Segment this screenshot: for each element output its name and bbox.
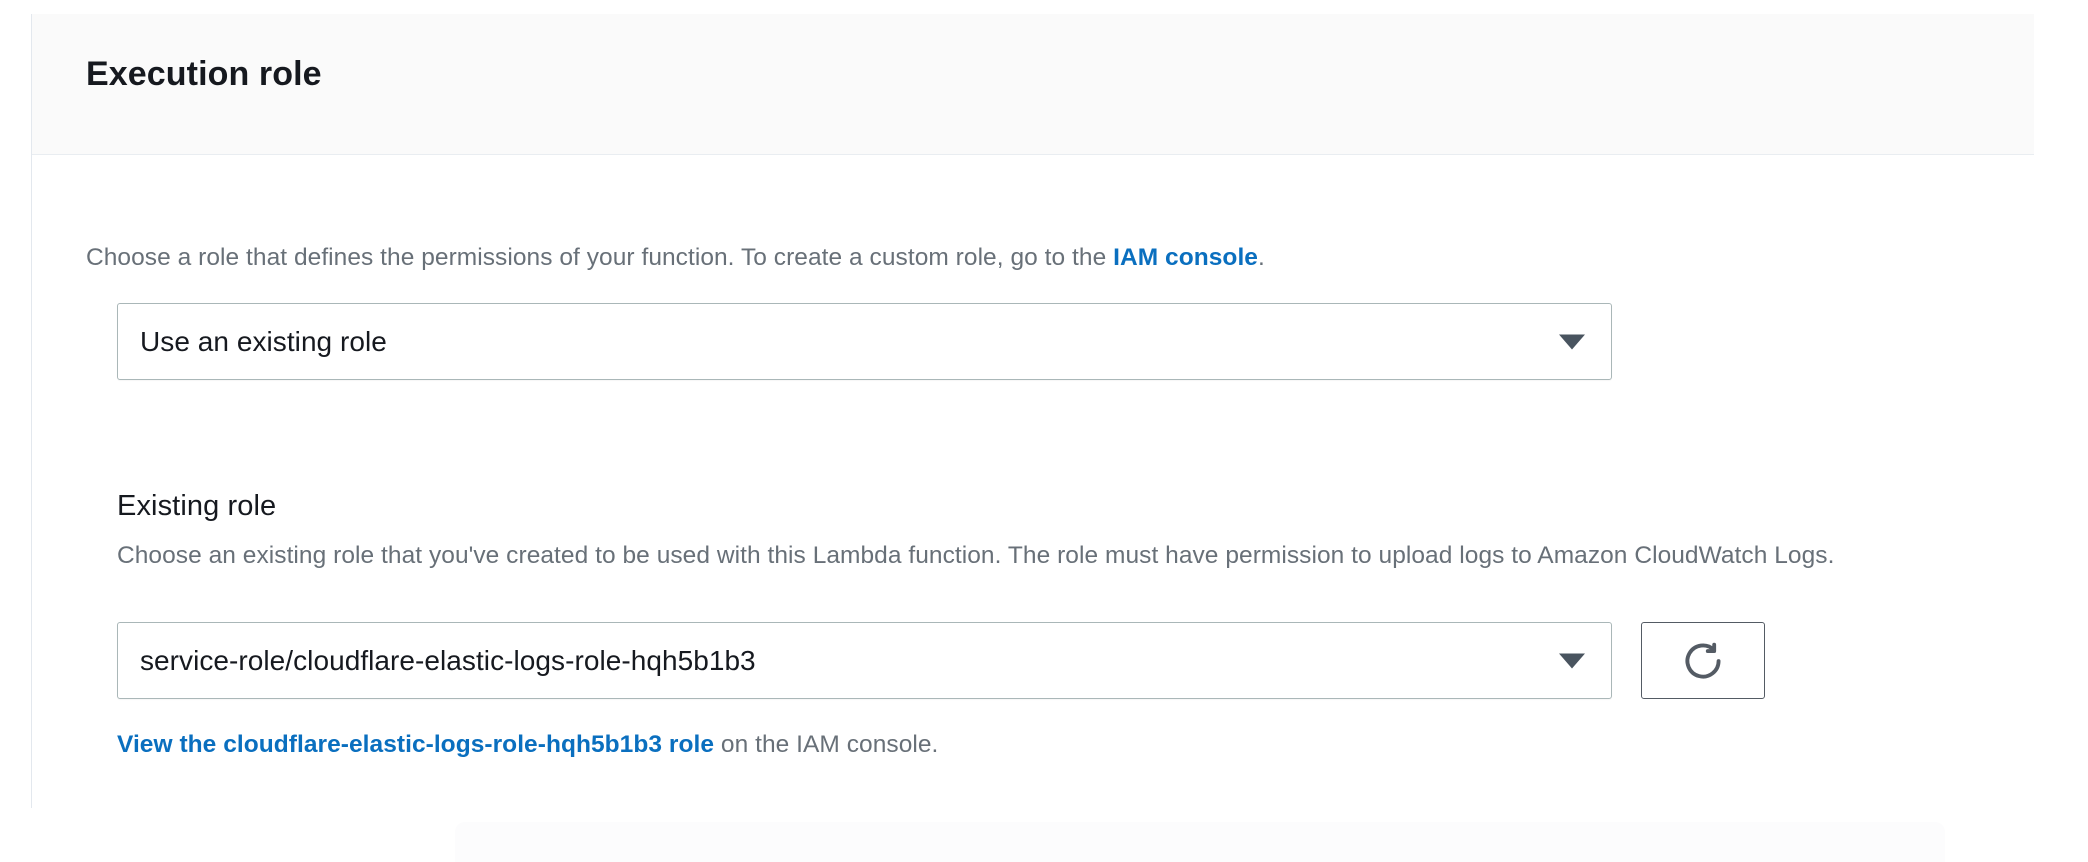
refresh-roles-button[interactable] xyxy=(1641,622,1765,699)
iam-console-link[interactable]: IAM console xyxy=(1113,244,1258,271)
page-title: Execution role xyxy=(86,55,322,93)
view-role-link[interactable]: View the cloudflare-elastic-logs-role-hq… xyxy=(117,731,715,758)
view-role-suffix: on the IAM console. xyxy=(714,731,939,758)
existing-role-description: Choose an existing role that you've crea… xyxy=(117,542,1835,569)
card-body: Choose a role that defines the permissio… xyxy=(32,156,2034,808)
card-header: Execution role xyxy=(32,14,2034,155)
chevron-down-icon xyxy=(1559,334,1585,349)
chevron-down-icon xyxy=(1559,653,1585,668)
view-role-line: View the cloudflare-elastic-logs-role-hq… xyxy=(117,728,938,762)
execution-role-card: Execution role Choose a role that define… xyxy=(31,14,2034,808)
existing-role-select[interactable]: service-role/cloudflare-elastic-logs-rol… xyxy=(117,622,1612,699)
role-hint-after: . xyxy=(1257,244,1265,271)
next-card-peek xyxy=(455,822,1945,862)
refresh-icon xyxy=(1681,639,1725,683)
clipped-heading-above xyxy=(0,0,2088,10)
role-hint-text: Choose a role that defines the permissio… xyxy=(86,240,1986,276)
role-type-select[interactable]: Use an existing role xyxy=(117,303,1612,380)
existing-role-select-value: service-role/cloudflare-elastic-logs-rol… xyxy=(140,644,756,676)
role-hint-before: Choose a role that defines the permissio… xyxy=(86,244,1114,271)
existing-role-label: Existing role xyxy=(117,490,277,522)
role-type-select-value: Use an existing role xyxy=(140,325,387,357)
